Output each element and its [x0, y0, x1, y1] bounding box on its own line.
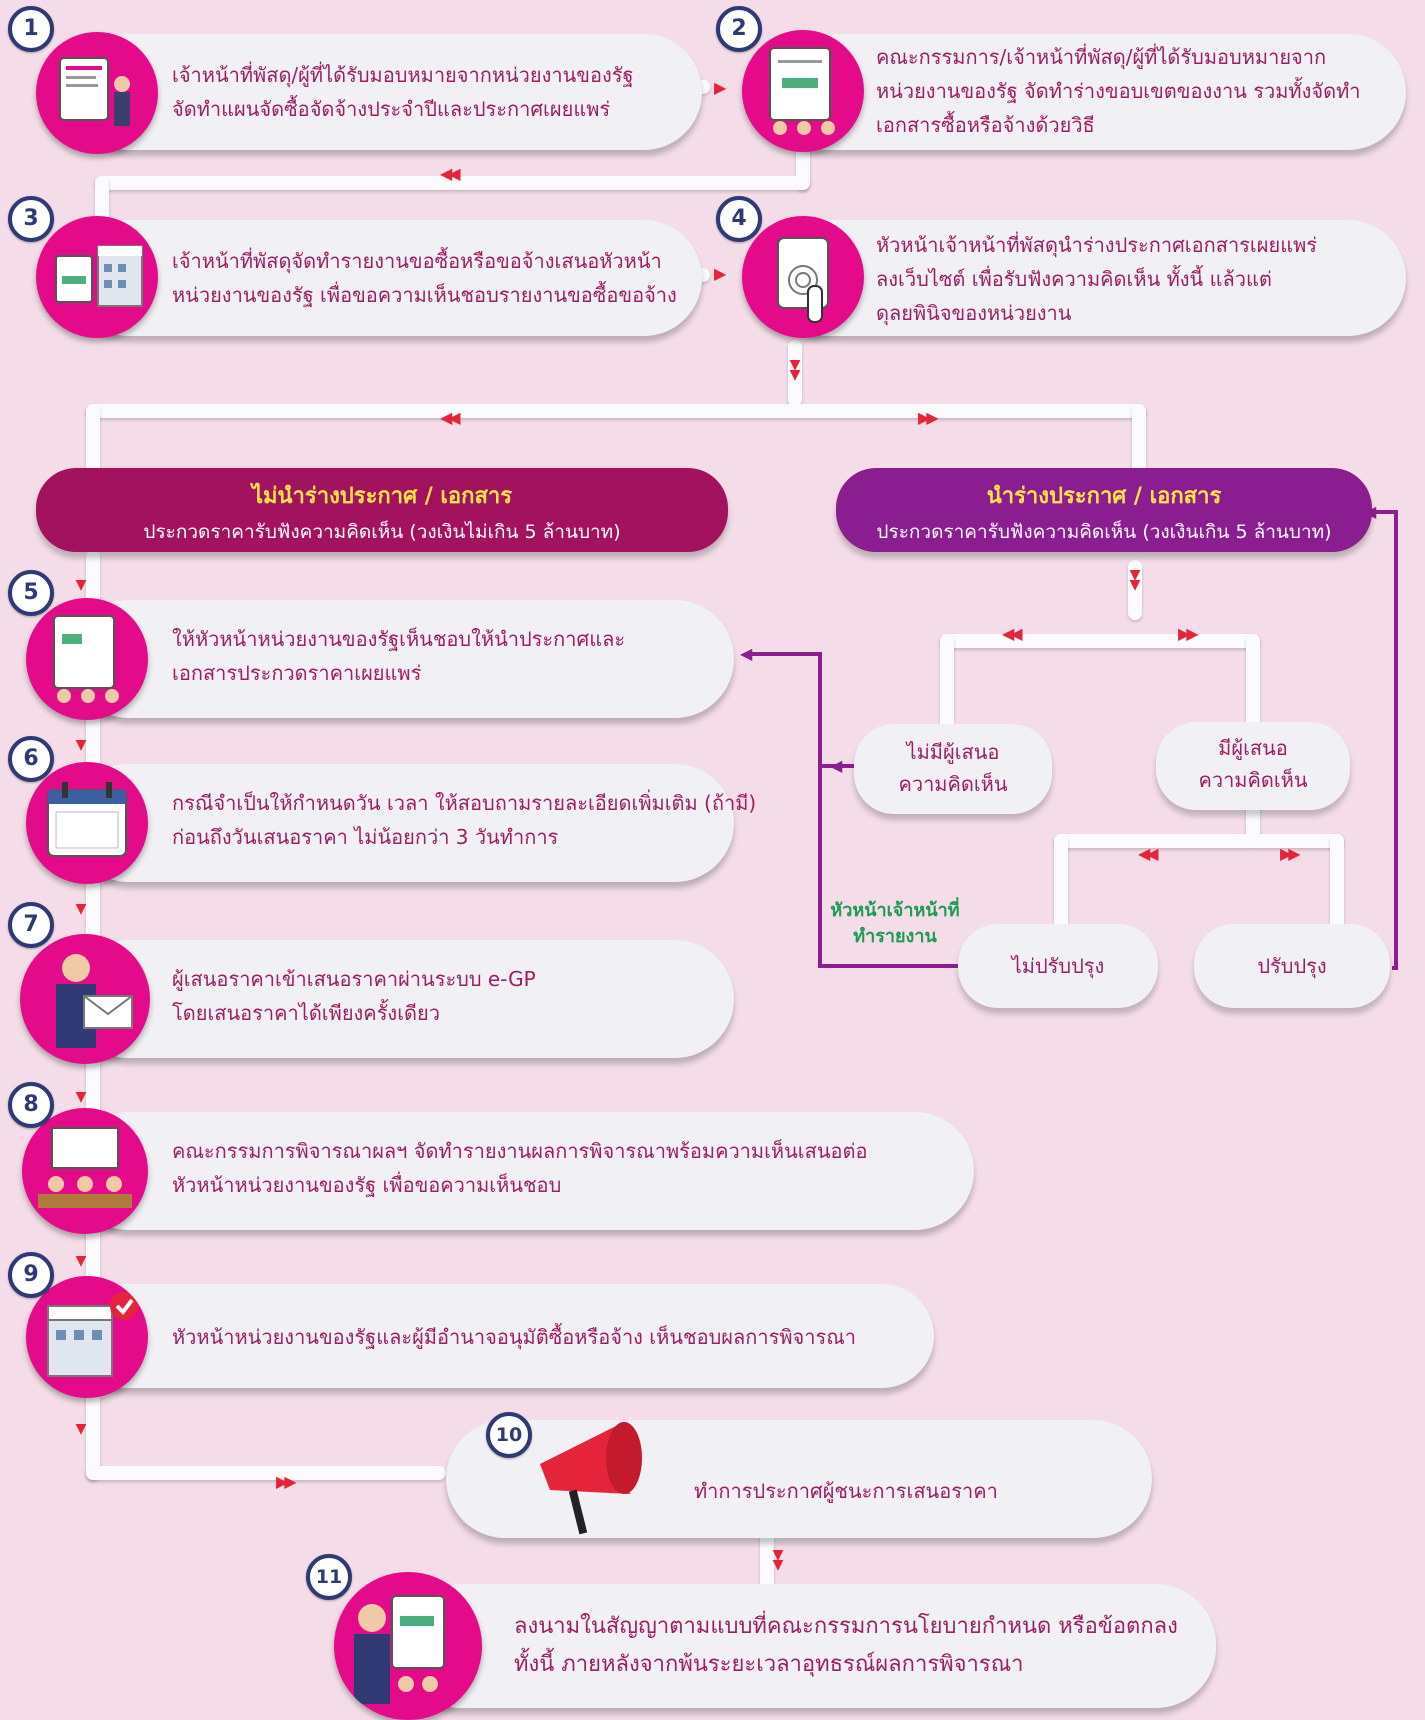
step-4-text: หัวหน้าเจ้าหน้าที่พัสดุนำร่างประกาศเอกสา… [876, 233, 1318, 325]
tablet-touch-icon [742, 216, 864, 338]
step-1-card [70, 34, 702, 150]
step-9-card [70, 1284, 934, 1388]
connector-has-comment-split [1246, 800, 1260, 844]
connector-to-step-10 [86, 1466, 446, 1480]
feedback-line [818, 652, 822, 966]
businessman-envelope-icon [20, 934, 150, 1064]
flow-arrow-right: ▶ [714, 264, 726, 283]
connector-has-comment-drop [1246, 634, 1260, 730]
flow-arrow-right: ▶▶ [1178, 624, 1199, 643]
flow-arrow-right: ▶▶ [1280, 844, 1301, 863]
step-11-text: ลงนามในสัญญาตามแบบที่คณะกรรมการนโยบายกำห… [514, 1614, 1178, 1677]
step-11-card [400, 1584, 1216, 1708]
contract-signing-icon [334, 1572, 482, 1720]
flow-arrow-down: ▼ [75, 901, 87, 917]
flow-arrow-left: ◀◀ [440, 408, 461, 427]
step-number-2: 2 [716, 6, 762, 52]
connector-no-comment-drop [940, 634, 954, 730]
step-number-6: 6 [8, 736, 54, 782]
feedback-line [1372, 510, 1396, 514]
connector-no-revise-drop [1054, 834, 1068, 930]
flow-arrow-down: ▼ [75, 1421, 87, 1437]
connector-revise-drop [1330, 834, 1344, 930]
feedback-line [818, 764, 854, 768]
feedback-arrow-left: ◀ [830, 756, 842, 775]
step-5-text: ให้หัวหน้าหน่วยงานของรัฐเห็นชอบให้นำประก… [172, 627, 626, 685]
branch-header-with-draft-subtitle: ประกวดราคารับฟังความคิดเห็น (วงเงินเกิน … [876, 521, 1332, 543]
option-has-comment: มีผู้เสนอ ความคิดเห็น [1156, 722, 1350, 810]
flow-arrow-down: ▼ [75, 577, 87, 593]
step-8-card [70, 1112, 974, 1230]
step-number-11: 11 [306, 1554, 352, 1600]
step-9-text: หัวหน้าหน่วยงานของรัฐและผู้มีอำนาจอนุมัต… [172, 1325, 856, 1349]
step-6-text: กรณีจำเป็นให้กำหนดวัน เวลา ให้สอบถามรายล… [172, 791, 757, 849]
feedback-arrow-left: ◀ [740, 644, 752, 663]
step-2-text: คณะกรรมการ/เจ้าหน้าที่พัสดุ/ผู้ที่ได้รับ… [876, 45, 1361, 137]
report-building-icon [36, 216, 158, 338]
step-6-card [70, 764, 734, 882]
step-number-4: 4 [716, 196, 762, 242]
flow-arrow-right: ▶ [714, 78, 726, 97]
connector-10-11 [760, 1530, 774, 1590]
step-10-text: ทำการประกาศผู้ชนะการเสนอราคา [694, 1479, 998, 1503]
flow-arrow-down: ▼▼ [1129, 567, 1141, 593]
branch-header-with-draft: นำร่างประกาศ / เอกสาร ประกวดราคารับฟังคว… [836, 468, 1372, 552]
branch-header-no-draft-subtitle: ประกวดราคารับฟังความคิดเห็น (วงเงินไม่เก… [143, 521, 621, 543]
step-number-3: 3 [8, 196, 54, 242]
connector-split-left-drop [86, 404, 100, 474]
report-committee-icon [742, 30, 864, 152]
step-number-7: 7 [8, 902, 54, 948]
flow-arrow-right: ▶▶ [918, 408, 939, 427]
calendar-icon [26, 762, 148, 884]
step-number-1: 1 [8, 6, 54, 52]
committee-table-icon [22, 1108, 148, 1234]
flow-arrow-left: ◀◀ [1002, 624, 1023, 643]
step-3-card [70, 220, 702, 336]
step-number-9: 9 [8, 1252, 54, 1298]
connector-right-split-horizontal [940, 634, 1260, 648]
option-revise: ปรับปรุง [1194, 924, 1390, 1008]
step-7-card [70, 940, 734, 1058]
megaphone-icon [520, 1394, 670, 1544]
connector-right-split [1128, 560, 1142, 620]
step-number-10: 10 [486, 1412, 532, 1458]
option-no-comment: ไม่มีผู้เสนอ ความคิดเห็น [854, 724, 1052, 814]
head-officer-report-note: หัวหน้าเจ้าหน้าที่ ทำรายงาน [830, 900, 960, 947]
feedback-line [1392, 966, 1398, 970]
presentation-board-icon [36, 32, 158, 154]
step-2-card [770, 34, 1406, 150]
feedback-line [750, 652, 820, 656]
approved-building-icon [26, 1276, 148, 1398]
feedback-line [818, 964, 958, 968]
flow-arrow-left: ◀◀ [440, 164, 461, 183]
connector-split-horizontal [86, 404, 1146, 418]
branch-header-no-draft: ไม่นำร่างประกาศ / เอกสาร ประกวดราคารับฟั… [36, 468, 728, 552]
branch-header-with-draft-title: นำร่างประกาศ / เอกสาร [986, 484, 1222, 509]
option-no-revise: ไม่ปรับปรุง [958, 924, 1158, 1008]
connector-3-drop [95, 176, 109, 226]
flow-arrow-down: ▼ [75, 1089, 87, 1105]
connector-4-split [788, 340, 802, 406]
flow-arrow-down: ▼ [75, 737, 87, 753]
flow-arrow-down: ▼▼ [789, 357, 801, 383]
flow-arrow-left: ◀◀ [1138, 844, 1159, 863]
flow-arrow-down: ▼▼ [772, 1547, 784, 1573]
branch-header-no-draft-title: ไม่นำร่างประกาศ / เอกสาร [251, 484, 513, 509]
connector-2-3-horizontal [95, 176, 810, 190]
connector-split-right-drop [1132, 404, 1146, 474]
report-committee-icon [26, 598, 148, 720]
step-3-text: เจ้าหน้าที่พัสดุจัดทำรายงานขอซื้อหรือขอจ… [172, 249, 677, 307]
step-5-card [70, 600, 734, 718]
step-1-text: เจ้าหน้าที่พัสดุ/ผู้ที่ได้รับมอบหมายจากห… [172, 63, 634, 121]
feedback-line [1394, 510, 1398, 970]
flow-arrow-right: ▶▶ [276, 1472, 297, 1491]
step-8-text: คณะกรรมการพิจารณาผลฯ จัดทำรายงานผลการพิจ… [172, 1139, 868, 1197]
step-number-8: 8 [8, 1082, 54, 1128]
step-4-card [770, 220, 1406, 336]
step-number-5: 5 [8, 570, 54, 616]
flow-arrow-down: ▼ [75, 1253, 87, 1269]
connector-has-comment-split-horizontal [1054, 834, 1344, 848]
